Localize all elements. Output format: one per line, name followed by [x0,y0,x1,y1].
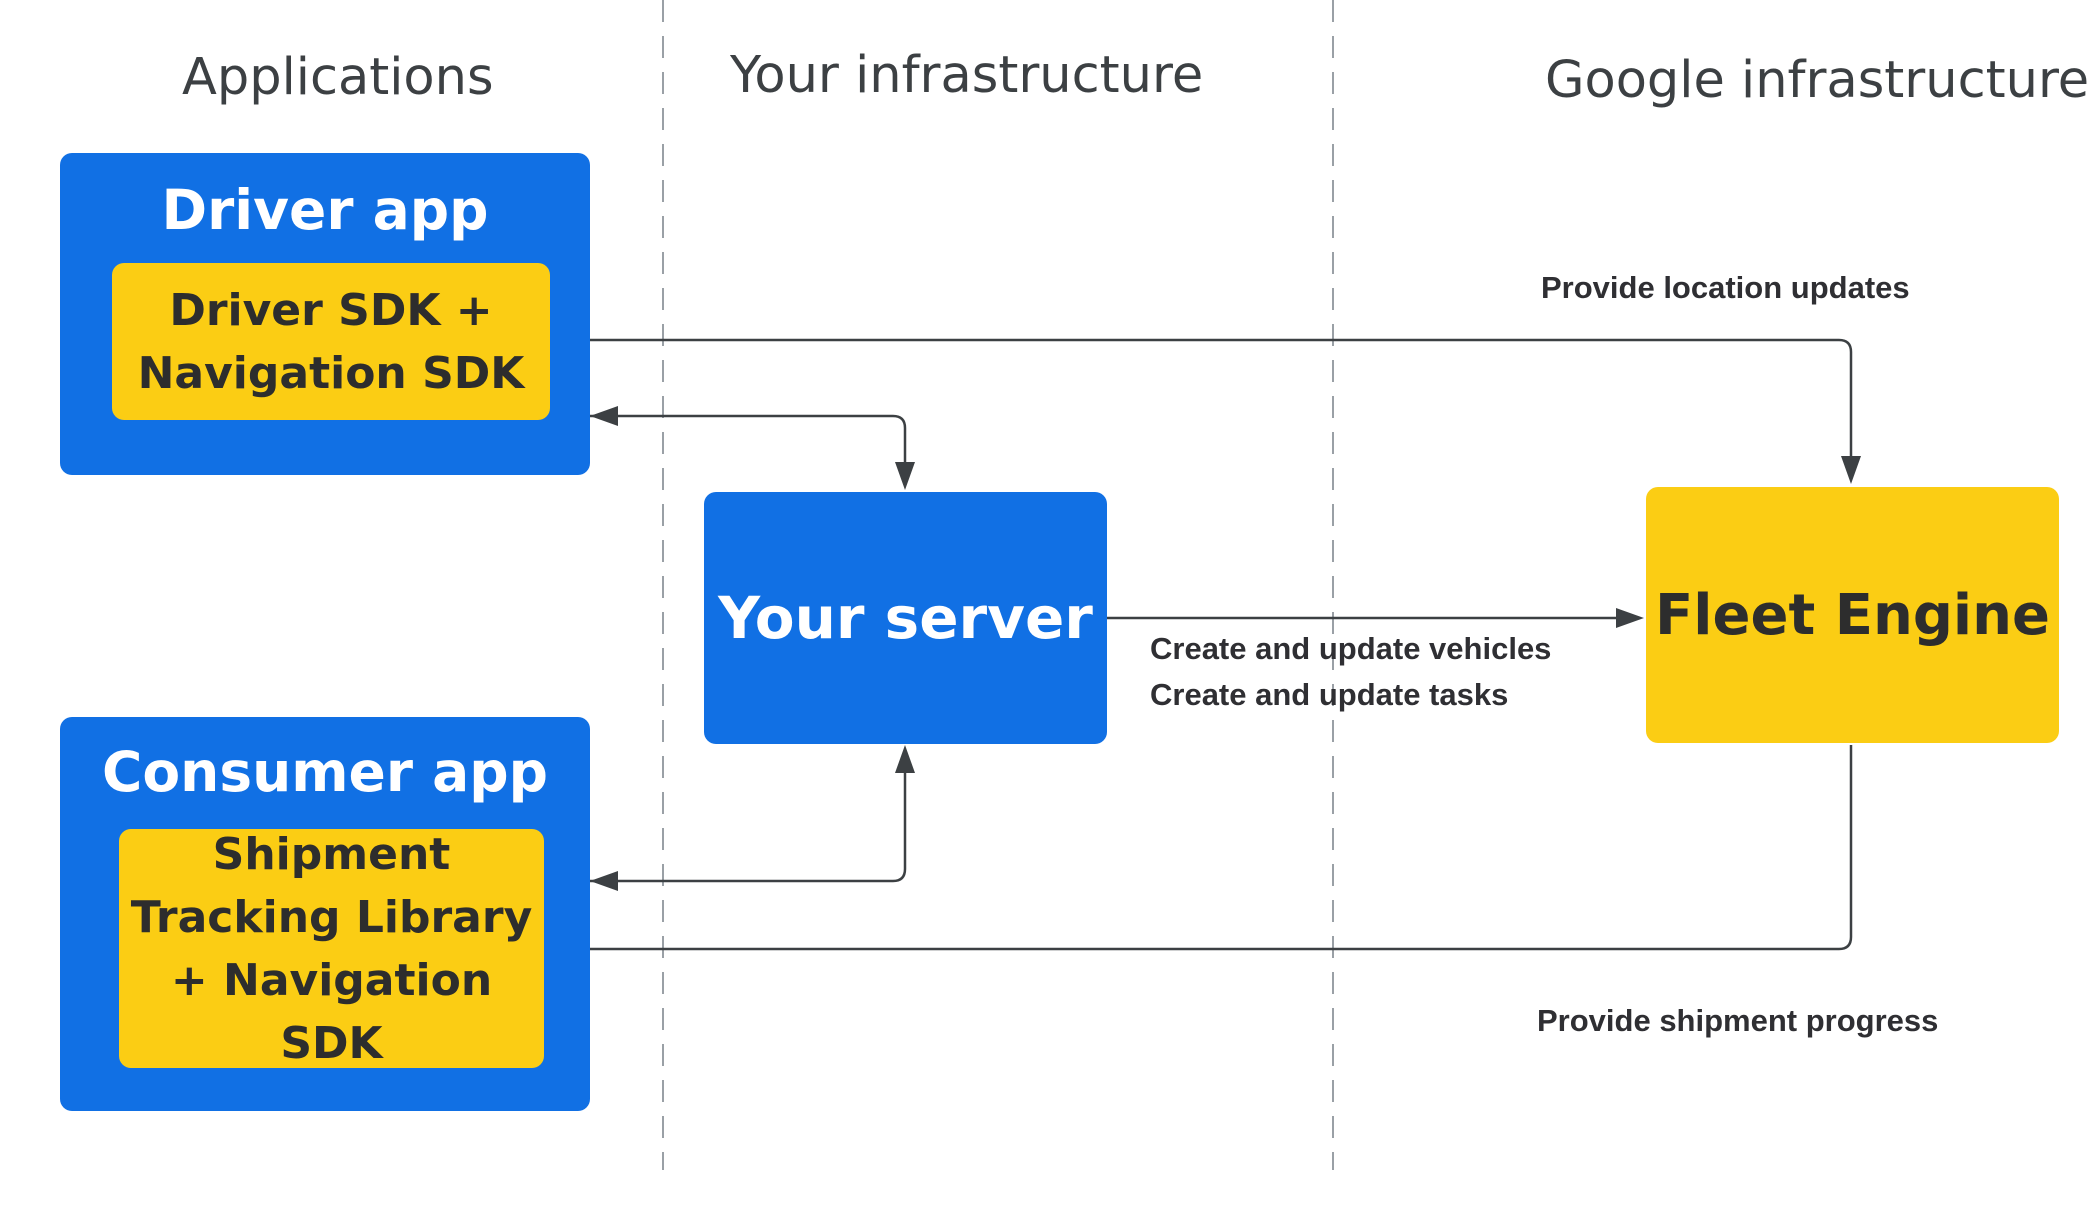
label-shipment-progress: Provide shipment progress [1537,1003,1939,1038]
arrow-into-consumer-app [590,871,618,891]
connector-location-updates [552,338,1853,470]
column-header-google-infrastructure: Google infrastructure [1545,51,2089,110]
connector-consumer-server [590,770,907,883]
your-server-box: Your server [704,492,1107,744]
consumer-app-title: Consumer app [102,740,548,804]
driver-app-box: Driver app Driver SDK + Navigation SDK [60,153,590,475]
label-location-updates: Provide location updates [1541,270,1910,305]
consumer-app-box: Consumer app Shipment Tracking Library +… [60,717,590,1111]
connector-shipment-progress [552,745,1853,951]
driver-sdk-box: Driver SDK + Navigation SDK [112,263,550,420]
driver-app-title: Driver app [161,178,489,242]
tracking-library-label: Shipment Tracking Library + Navigation S… [130,828,533,1069]
arrow-into-your-server-bottom [895,745,915,773]
connector-driver-server [590,414,907,470]
fleet-engine-box: Fleet Engine [1646,487,2059,743]
your-server-label: Your server [718,584,1093,652]
arrow-into-fleet-engine-left [1616,608,1644,628]
column-header-applications: Applications [182,48,494,107]
arrow-into-driver-app [590,406,618,426]
arrow-into-your-server-top [895,462,915,490]
tracking-library-box: Shipment Tracking Library + Navigation S… [119,829,544,1069]
driver-sdk-label: Driver SDK + Navigation SDK [137,284,525,399]
fleet-engine-label: Fleet Engine [1655,582,2050,648]
arrow-into-fleet-engine [1841,456,1861,484]
label-create-update: Create and update vehicles Create and up… [1150,631,1552,712]
column-header-your-infrastructure: Your infrastructure [730,46,1204,105]
